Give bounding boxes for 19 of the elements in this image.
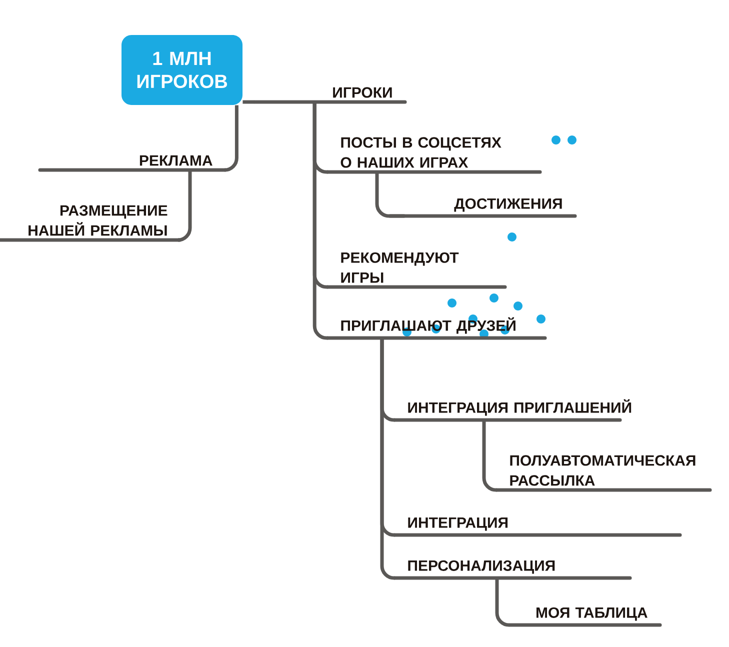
branch-line [375,172,405,218]
topic-label: МОЯ ТАБЛИЦА [508,607,662,627]
goal-box: 1 МЛН ИГРОКОВ [122,35,242,105]
topic-label: ИГРОКИ [253,87,407,104]
branch-line [312,102,328,340]
topic-label: ПРИГЛАШАЮТ ДРУЗЕЙ [326,317,547,340]
topic-label: ДОСТИЖЕНИЯ [388,198,577,218]
branch-line [495,578,511,627]
topic-label: РАЗМЕЩЕНИЕ НАШЕЙ РЕКЛАМЫ [0,205,182,242]
branch-line [176,170,192,242]
topic-label: ПОЛУАВТОМАТИЧЕСКАЯ РАССЫЛКА [495,455,712,492]
topic-label: ИНТЕГРАЦИЯ [393,517,682,537]
branch-line [242,100,255,104]
topic-label: РЕКОМЕНДУЮТ ИГРЫ [326,252,507,289]
topic-label: РЕКЛАМА [38,155,227,172]
topic-label: ПЕРСОНАЛИЗАЦИЯ [393,560,632,580]
topic-label: ИНТЕГРАЦИЯ ПРИГЛАШЕНИЙ [393,399,632,422]
topic-label: ПОСТЫ В СОЦСЕТЯХ О НАШИХ ИГРАХ [326,137,542,174]
branch-line [222,105,238,172]
